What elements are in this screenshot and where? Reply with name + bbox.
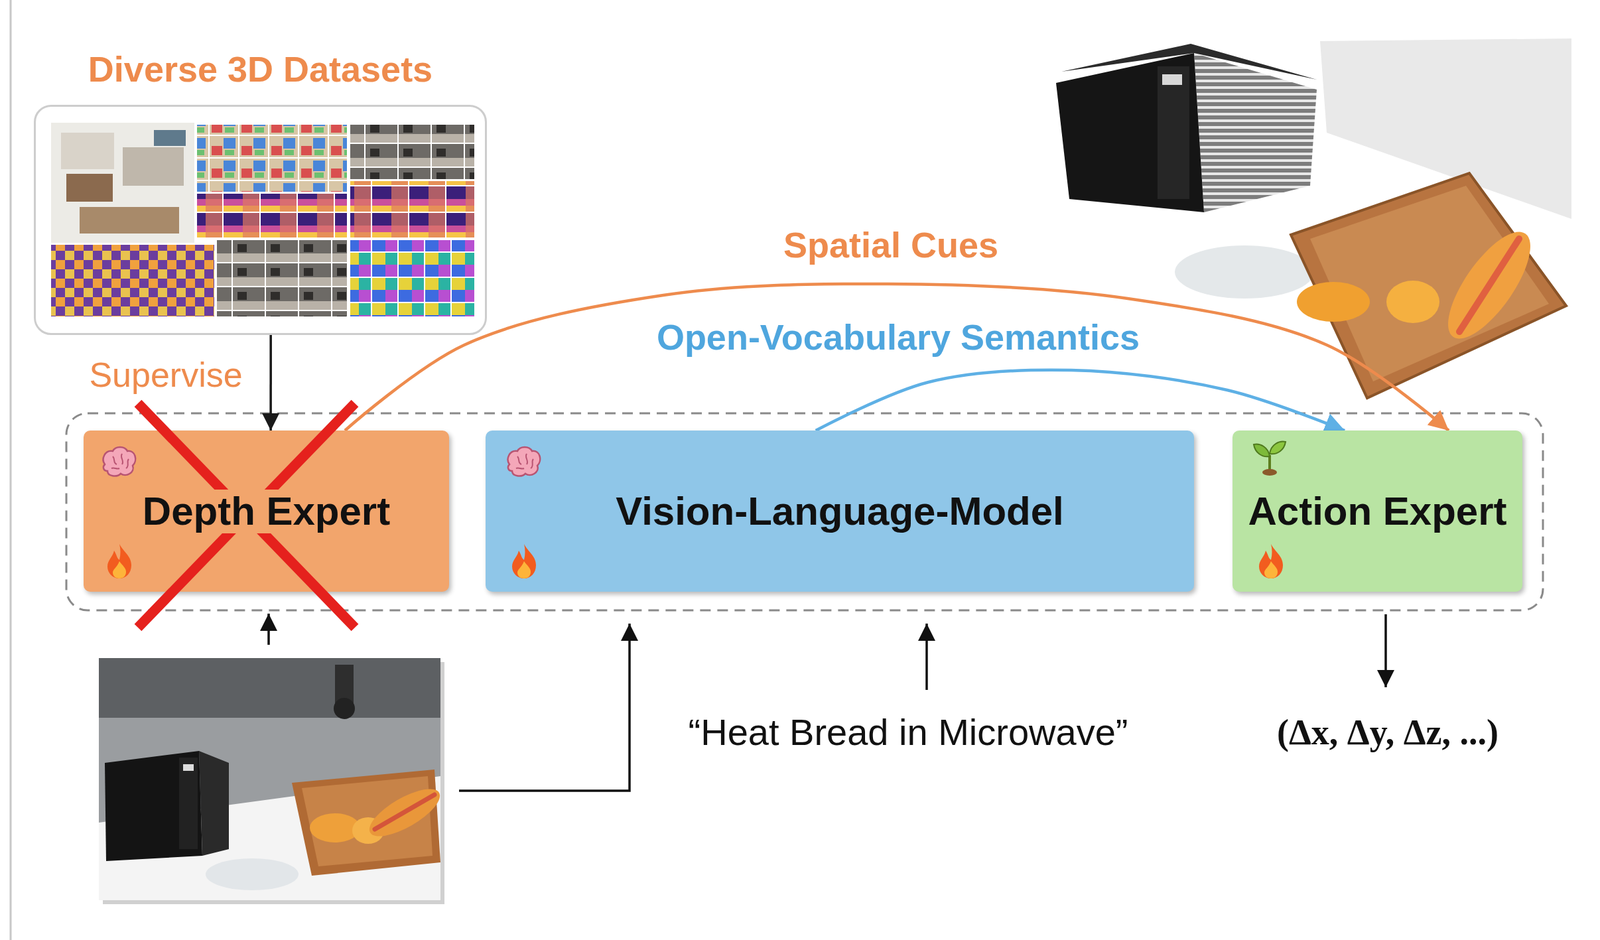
photo-wall <box>98 658 441 901</box>
instruction-arrow <box>925 623 929 690</box>
instruction-text: “Heat Bread in Microwave” <box>688 711 1129 754</box>
cloud-bowl <box>1174 245 1315 299</box>
cross-stroke <box>137 403 355 628</box>
brain-icon <box>103 447 136 476</box>
input-photo <box>98 658 447 905</box>
depth-tiles <box>350 181 475 238</box>
label-slot: (Δx, Δy, Δz, ...) <box>1276 711 1499 753</box>
cloud-microwave-panel <box>1157 66 1190 200</box>
vlm-box: Vision-Language-Model <box>485 430 1195 592</box>
photo-microwave-panel <box>179 757 198 850</box>
cloud-microwave-front <box>1056 53 1204 213</box>
fire-icon <box>1259 543 1283 579</box>
sprout-icon <box>1253 441 1286 476</box>
label-slot: “Heat Bread in Microwave” <box>688 711 1129 754</box>
output-arrow <box>1384 614 1388 688</box>
checker-tiles <box>51 244 215 317</box>
edge-label-slot: Open-Vocabulary Semantics <box>654 316 1143 358</box>
scene-tiles <box>216 240 347 317</box>
model-boundary <box>66 413 1543 611</box>
connector-arrow <box>269 334 272 431</box>
edge-label: Supervise <box>86 355 245 396</box>
dataset-panel: Diverse 3D Datasets <box>33 104 487 335</box>
brain-icon <box>508 447 541 476</box>
fire-icon <box>512 543 536 579</box>
room-furniture <box>122 147 184 186</box>
photo-microwave-side <box>199 750 229 856</box>
cloud-microwave-display <box>1162 74 1183 85</box>
depth-tiles <box>197 193 347 238</box>
edge-label-slot: Spatial Cues <box>780 224 1001 266</box>
photo-robot-base <box>333 697 355 720</box>
node-label: Vision-Language-Model <box>611 489 1068 534</box>
photo-sausage <box>374 794 435 830</box>
room-furniture <box>66 173 113 202</box>
segmentation-tiles <box>350 240 475 317</box>
edge-label: Open-Vocabulary Semantics <box>654 316 1143 358</box>
room-floor <box>79 206 180 234</box>
photo-basket <box>291 769 441 876</box>
cross-out-mark <box>137 403 355 628</box>
cloud-bread <box>1296 281 1370 322</box>
cross-stroke <box>137 403 355 628</box>
cloud-microwave-side <box>1194 53 1317 213</box>
room-window <box>153 130 186 146</box>
room-wall <box>61 132 115 170</box>
edge-label-slot: Supervise <box>86 355 245 396</box>
panel-heading: Diverse 3D Datasets <box>88 48 433 90</box>
page-border <box>9 0 12 940</box>
photo-microwave-display <box>183 764 194 771</box>
room-render <box>51 122 195 243</box>
photo-bowl <box>205 858 299 891</box>
cloud-bread <box>1433 220 1545 351</box>
scene-tiles <box>350 124 475 180</box>
connector-arrow <box>344 283 1449 431</box>
input-arrow <box>459 623 630 791</box>
photo-microwave <box>104 750 203 862</box>
action-output-text: (Δx, Δy, Δz, ...) <box>1276 711 1499 753</box>
cloud-bread <box>1386 280 1440 324</box>
photo-bread <box>362 780 447 846</box>
connector-arrow <box>815 370 1345 431</box>
action-expert-box: Action Expert <box>1232 430 1523 592</box>
depth-expert-box: Depth Expert <box>83 430 450 592</box>
dataset-mosaic <box>51 122 475 317</box>
input-arrow <box>267 613 270 645</box>
image-tiles <box>197 124 347 192</box>
node-label: Action Expert <box>1243 489 1511 534</box>
cloud-basket <box>1290 173 1567 399</box>
cloud-sausage <box>1459 238 1520 332</box>
fire-icon <box>107 543 132 579</box>
node-label: Depth Expert <box>138 489 395 534</box>
edge-label: Spatial Cues <box>780 224 1001 266</box>
